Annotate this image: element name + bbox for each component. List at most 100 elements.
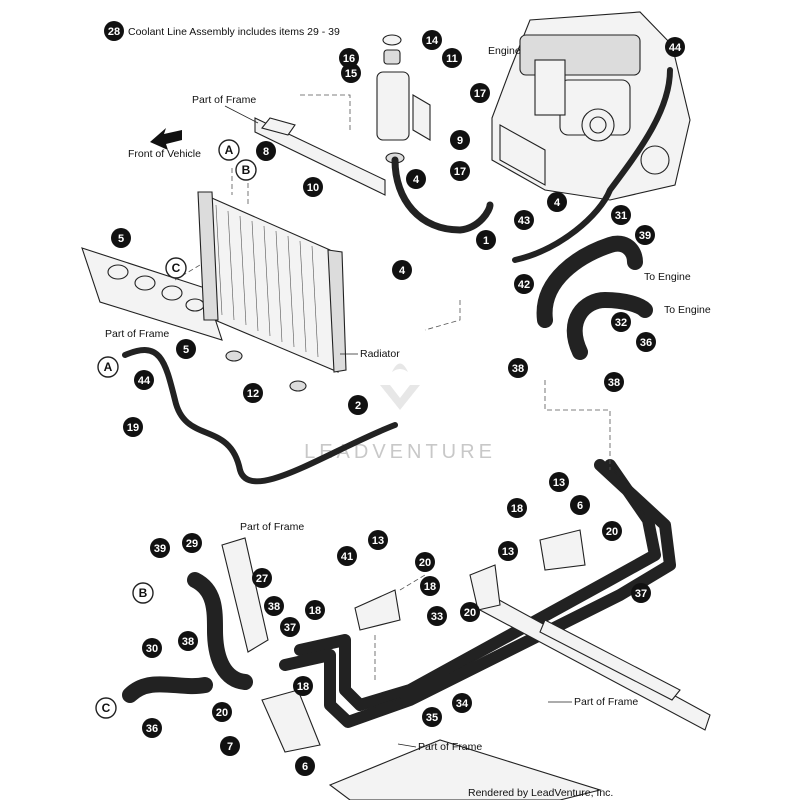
callout-circle	[295, 756, 315, 776]
callout-5: 5	[111, 228, 131, 248]
callout-37: 37	[631, 583, 651, 603]
callout-circle	[256, 141, 276, 161]
ref-B-top: B	[235, 159, 257, 181]
callout-17: 17	[470, 83, 490, 103]
callout-number: 18	[424, 581, 436, 593]
callout-number: 13	[553, 477, 565, 489]
callout-number: 27	[256, 573, 268, 585]
part-of-frame-label-4: Part of Frame	[574, 696, 638, 708]
callout-15: 15	[341, 63, 361, 83]
callout-circle	[507, 498, 527, 518]
watermark-logo	[380, 363, 420, 410]
callout-36: 36	[636, 332, 656, 352]
coolant-reservoir	[376, 34, 431, 164]
callout-18: 18	[420, 576, 440, 596]
guide-lines	[174, 94, 611, 680]
callout-4: 4	[406, 169, 426, 189]
callout-38: 38	[178, 631, 198, 651]
ref-A-top: A	[218, 139, 240, 161]
callout-circle	[252, 568, 272, 588]
callout-7: 7	[220, 736, 240, 756]
callout-number: 16	[343, 53, 355, 65]
callout-number: 20	[216, 707, 228, 719]
callout-36: 36	[142, 718, 162, 738]
callout-circle	[303, 177, 323, 197]
radiator	[197, 191, 347, 392]
callout-number: 37	[284, 622, 296, 634]
callout-circle	[549, 472, 569, 492]
callout-29: 29	[182, 533, 202, 553]
callout-circle	[142, 718, 162, 738]
hose-31	[536, 235, 643, 328]
callout-13: 13	[368, 530, 388, 550]
callout-circle	[611, 312, 631, 332]
callout-circle	[631, 583, 651, 603]
callout-13: 13	[549, 472, 569, 492]
callout-number: 18	[511, 503, 523, 515]
callout-number: 38	[268, 601, 280, 613]
callout-circle	[665, 37, 685, 57]
callout-circle	[280, 617, 300, 637]
callout-circle	[212, 702, 232, 722]
callout-circle	[341, 63, 361, 83]
callout-number: 6	[302, 761, 308, 773]
callout-38: 38	[264, 596, 284, 616]
svg-text:A: A	[225, 143, 234, 157]
callout-circle	[293, 676, 313, 696]
callout-circle	[547, 192, 567, 212]
ref-B-lower: B	[132, 582, 154, 604]
ref-C-lower: C	[95, 697, 117, 719]
callout-number: 18	[297, 681, 309, 693]
callout-number: 44	[669, 42, 682, 54]
hose-30	[122, 676, 213, 703]
svg-text:B: B	[139, 586, 148, 600]
callout-circle	[111, 228, 131, 248]
callout-circle	[150, 538, 170, 558]
callout-number: 17	[454, 166, 466, 178]
hose-1	[391, 156, 494, 234]
callout-circle	[636, 332, 656, 352]
callout-number: 5	[183, 344, 189, 356]
to-engine-label-1: To Engine	[644, 271, 691, 283]
svg-text:B: B	[242, 163, 251, 177]
callout-number: 15	[345, 68, 357, 80]
callout-20: 20	[415, 552, 435, 572]
engine	[491, 11, 691, 201]
callout-circle	[570, 495, 590, 515]
callout-number: 33	[431, 611, 443, 623]
callout-circle	[604, 372, 624, 392]
svg-text:28: 28	[108, 26, 120, 38]
callout-number: 5	[118, 233, 124, 245]
callout-number: 41	[341, 551, 353, 563]
callout-number: 43	[518, 215, 530, 227]
callout-37: 37	[280, 617, 300, 637]
callout-circle	[134, 370, 154, 390]
callout-circle	[442, 48, 462, 68]
callout-number: 11	[446, 53, 458, 65]
callout-number: 38	[512, 363, 524, 375]
callout-circle	[508, 358, 528, 378]
callout-9: 9	[450, 130, 470, 150]
callout-number: 35	[426, 712, 438, 724]
callout-circle	[611, 205, 631, 225]
callout-20: 20	[602, 521, 622, 541]
callout-circle	[450, 161, 470, 181]
engine-label: Engine	[488, 45, 521, 57]
callout-18: 18	[507, 498, 527, 518]
callout-number: 13	[502, 546, 514, 558]
callout-39: 39	[150, 538, 170, 558]
ref-C-top: C	[165, 257, 187, 279]
callout-circle	[427, 606, 447, 626]
callout-number: 6	[577, 500, 583, 512]
callout-circle	[635, 225, 655, 245]
callout-circle	[460, 602, 480, 622]
callout-4: 4	[392, 260, 412, 280]
callout-number: 14	[426, 35, 439, 47]
callout-circle	[452, 693, 472, 713]
callout-number: 29	[186, 538, 198, 550]
callout-circle	[142, 638, 162, 658]
svg-text:A: A	[104, 360, 113, 374]
callout-circle	[182, 533, 202, 553]
callout-number: 34	[456, 698, 469, 710]
hose-upper-engine	[512, 67, 673, 263]
